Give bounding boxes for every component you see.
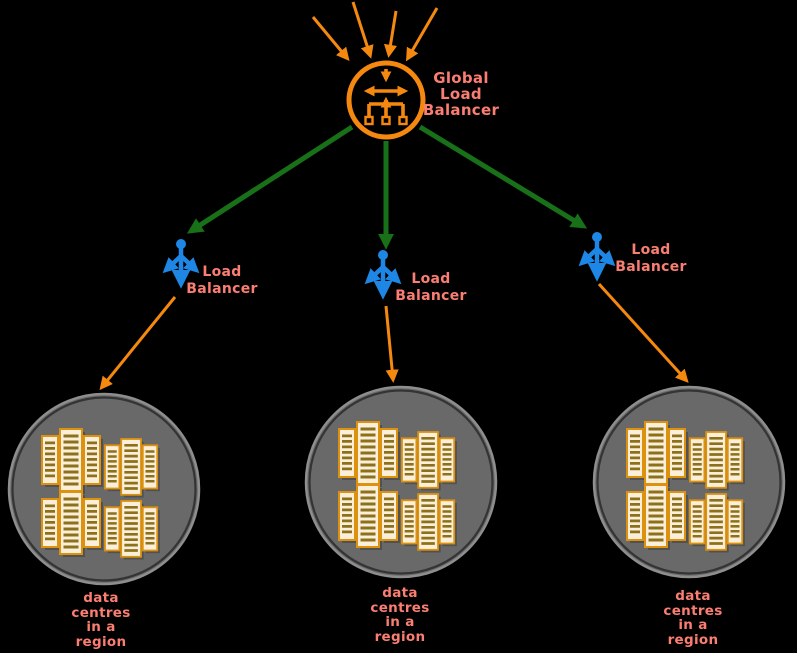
datacenter-region-circle bbox=[594, 387, 784, 577]
global-load-balancer-icon bbox=[346, 60, 426, 140]
traffic-arrow-icon bbox=[406, 7, 439, 62]
traffic-arrow-icon bbox=[383, 10, 398, 58]
region-1-label: data centres in a region bbox=[71, 590, 131, 650]
traffic-arrow-icon bbox=[351, 1, 374, 59]
datacenter-region-circle bbox=[306, 387, 496, 577]
load-balancer-icon bbox=[582, 232, 612, 276]
datacenter-region-circle bbox=[9, 394, 199, 584]
region-datacenters bbox=[9, 387, 784, 584]
green-arrow-icon bbox=[186, 124, 354, 234]
global-load-balancer-label: Global Load Balancer bbox=[422, 69, 500, 119]
region-2-label: data centres in a region bbox=[370, 585, 430, 645]
routing-arrow-icon bbox=[384, 305, 399, 383]
routing-arrow-icon bbox=[99, 296, 177, 391]
traffic-arrow-icon bbox=[311, 16, 350, 62]
global-distribution-arrows bbox=[186, 124, 588, 250]
routing-arrow-icon bbox=[597, 282, 689, 383]
green-arrow-icon bbox=[418, 124, 588, 229]
region-3-label: data centres in a region bbox=[663, 588, 723, 648]
load-balancer-icon bbox=[368, 250, 398, 294]
load-balancer-2-label: Load Balancer bbox=[395, 271, 467, 304]
load-balancer-1-label: Load Balancer bbox=[186, 264, 258, 297]
regional-routing-arrows bbox=[99, 282, 689, 391]
incoming-traffic-arrows bbox=[311, 1, 439, 62]
load-balancer-3-label: Load Balancer bbox=[615, 242, 687, 275]
